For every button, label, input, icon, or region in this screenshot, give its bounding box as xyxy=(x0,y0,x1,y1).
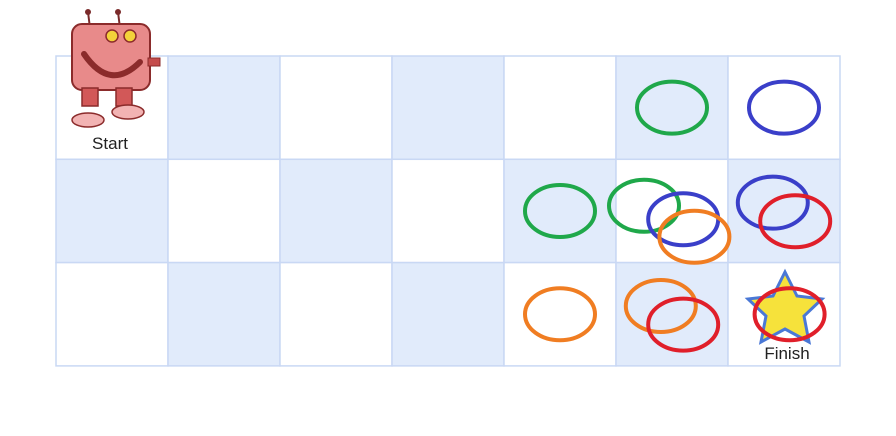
path-marks xyxy=(523,79,833,353)
grid-cell xyxy=(727,55,841,161)
grid-cell xyxy=(55,261,169,367)
star-icon xyxy=(744,268,826,345)
grid-cells xyxy=(55,55,841,367)
grid-cell xyxy=(391,261,505,367)
green-path-mark xyxy=(523,182,597,239)
orange-path-mark xyxy=(523,286,597,343)
blue-path-mark xyxy=(735,174,810,231)
grid-cell xyxy=(391,158,505,264)
red-path-mark xyxy=(758,193,833,250)
start-label: Start xyxy=(92,134,128,153)
grid-cell xyxy=(615,55,729,161)
grid-cell xyxy=(503,55,617,161)
orange-path-mark xyxy=(623,277,698,334)
grid-cell xyxy=(55,158,169,264)
green-path-mark xyxy=(607,177,681,234)
finish-label: Finish xyxy=(764,344,809,363)
grid-cell xyxy=(503,261,617,367)
grid-cell xyxy=(167,55,281,161)
orange-path-mark xyxy=(657,208,732,265)
grid-cell xyxy=(503,158,617,264)
robot-icon xyxy=(71,9,161,128)
blue-path-mark xyxy=(747,79,821,136)
red-path-mark xyxy=(646,296,721,353)
grid-cell xyxy=(391,55,505,161)
grid-cell xyxy=(167,158,281,264)
grid-cell xyxy=(279,261,393,367)
red-path-mark xyxy=(752,286,827,343)
grid-cell xyxy=(279,158,393,264)
green-path-mark xyxy=(635,79,709,136)
grid-cell xyxy=(167,261,281,367)
grid-cell xyxy=(279,55,393,161)
grid-cell xyxy=(615,158,729,264)
